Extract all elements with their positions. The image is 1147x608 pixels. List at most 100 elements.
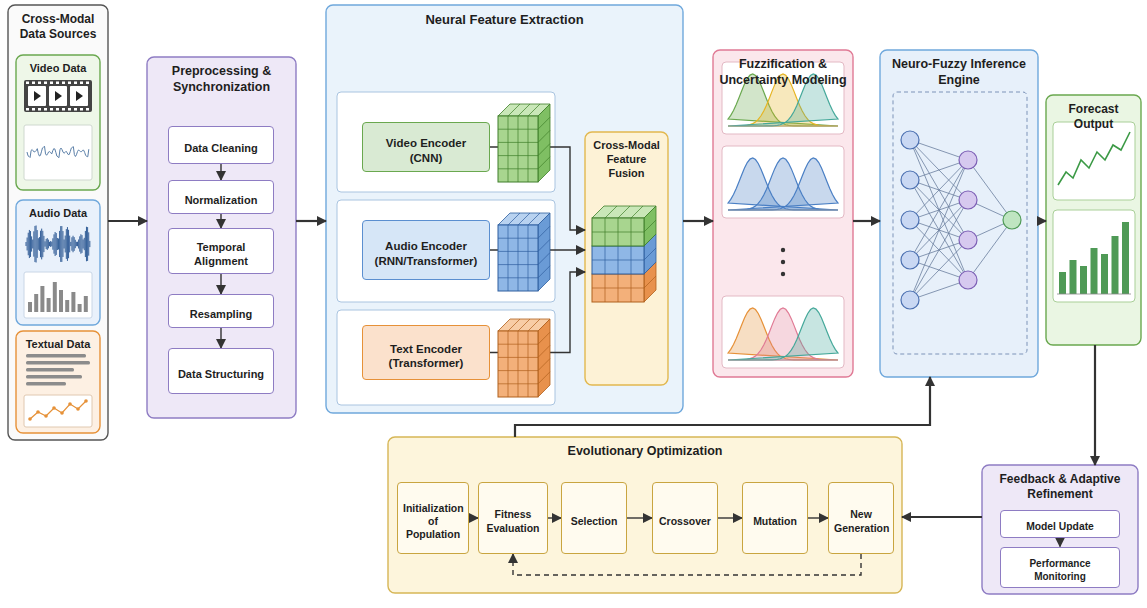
process-box: Normalization <box>168 180 274 214</box>
panel-fill <box>8 5 108 440</box>
cube-grid <box>498 213 550 291</box>
neuron <box>901 131 919 149</box>
ellipsis-dot <box>781 248 785 252</box>
sprocket-hole <box>68 82 71 85</box>
box-label: Crossover <box>653 508 717 528</box>
process-box: Video Encoder (CNN) <box>362 122 490 172</box>
forecast-bar <box>1112 236 1119 294</box>
stage-panel: Cross-Modal Feature Fusion <box>585 132 668 385</box>
flow-arrow <box>808 517 828 518</box>
forecast-line <box>1058 132 1130 185</box>
film-strip <box>24 80 92 112</box>
sprocket-hole <box>44 108 47 111</box>
box-label: Normalization <box>169 187 273 208</box>
panel-heading: Evolutionary Optimization <box>388 437 902 460</box>
encoder-panel <box>337 92 555 192</box>
series-line <box>30 401 86 419</box>
flow-arrow <box>469 517 478 518</box>
stage-panel: Textual Data <box>16 331 100 433</box>
box-label: Initialization of Population <box>398 495 468 541</box>
panel-heading: Cross-Modal Feature Fusion <box>585 132 668 180</box>
forecast-bar <box>1070 260 1077 294</box>
spectrum-bar <box>28 302 32 312</box>
panel-fill <box>1046 95 1141 345</box>
spectrum-bar <box>53 282 57 312</box>
panel-heading: Preprocessing & Synchronization <box>147 57 296 95</box>
forecast-axis <box>1057 294 1131 295</box>
cube-side <box>538 319 550 397</box>
flow-arrow <box>853 220 880 222</box>
neuron <box>901 251 919 269</box>
sprocket-hole <box>38 82 41 85</box>
audio-waveform <box>26 225 90 262</box>
cube-grid <box>498 319 550 397</box>
spectrum-bar <box>34 294 38 312</box>
text-line <box>26 375 82 379</box>
series-dot <box>36 410 40 414</box>
text-line <box>26 368 74 372</box>
neuron <box>901 211 919 229</box>
encoder-panel <box>337 310 555 405</box>
spectrum-card <box>24 272 92 318</box>
sprocket-hole <box>56 108 59 111</box>
panel-fill <box>16 200 100 325</box>
spectrum-bar <box>71 292 75 312</box>
spectrum-bar <box>40 286 44 312</box>
process-box: Fitness Evaluation <box>478 482 548 554</box>
sprocket-hole <box>26 82 29 85</box>
flow-arrow <box>296 220 326 222</box>
box-label: Temporal Alignment <box>169 234 273 269</box>
play-icon <box>34 91 41 101</box>
cube-side <box>538 213 550 291</box>
sprocket-hole <box>38 108 41 111</box>
stage-panel: Fuzzification & Uncertainty Modeling <box>713 50 853 377</box>
process-box: Data Cleaning <box>168 126 274 164</box>
flow-arrow <box>1094 345 1096 465</box>
process-box: Mutation <box>742 482 808 554</box>
neuron <box>959 191 977 209</box>
stage-panel: Feedback & Adaptive RefinementModel Upda… <box>982 465 1138 594</box>
sprocket-hole <box>32 82 35 85</box>
forecast-bar <box>1101 254 1108 294</box>
neuron <box>901 291 919 309</box>
box-label: Fitness Evaluation <box>479 501 547 534</box>
panel-heading: Video Data <box>16 55 100 76</box>
flow-arrow <box>548 517 561 518</box>
process-box: Temporal Alignment <box>168 228 274 274</box>
series-dot <box>84 399 88 403</box>
sprocket-hole <box>74 108 77 111</box>
membership-axis <box>728 126 838 127</box>
forecast-bar <box>1080 266 1087 294</box>
flow-arrow <box>220 164 221 180</box>
spectrum-bar <box>47 298 51 312</box>
process-box: Audio Encoder (RNN/Transformer) <box>362 220 490 280</box>
play-icon <box>55 91 62 101</box>
membership-curve <box>728 308 838 360</box>
panel-fill <box>147 57 296 418</box>
box-label: Model Update <box>1001 514 1119 534</box>
sprocket-hole <box>86 108 89 111</box>
encoder-panel <box>337 200 555 302</box>
sprocket-hole <box>86 82 89 85</box>
ellipsis-dot <box>781 260 785 264</box>
panel-fill <box>713 50 853 377</box>
process-box: Data Structuring <box>168 348 274 394</box>
panel-fill <box>585 132 668 385</box>
panel-fill <box>880 50 1038 377</box>
flow-arrow <box>1038 220 1046 222</box>
series-dot <box>76 407 80 411</box>
text-line <box>26 361 90 365</box>
process-box: Performance Monitoring <box>1000 547 1120 588</box>
box-label: Text Encoder (Transformer) <box>363 335 489 371</box>
box-label: Resampling <box>169 301 273 322</box>
cube-grid <box>592 206 656 246</box>
forecast-bar <box>1122 222 1129 294</box>
film-frame <box>49 86 67 106</box>
panel-fill <box>16 55 100 190</box>
cube-grid <box>498 104 550 182</box>
spectrum-bar <box>84 296 88 312</box>
process-box: Resampling <box>168 294 274 328</box>
film-frame <box>70 86 88 106</box>
panel-fill <box>16 331 100 433</box>
